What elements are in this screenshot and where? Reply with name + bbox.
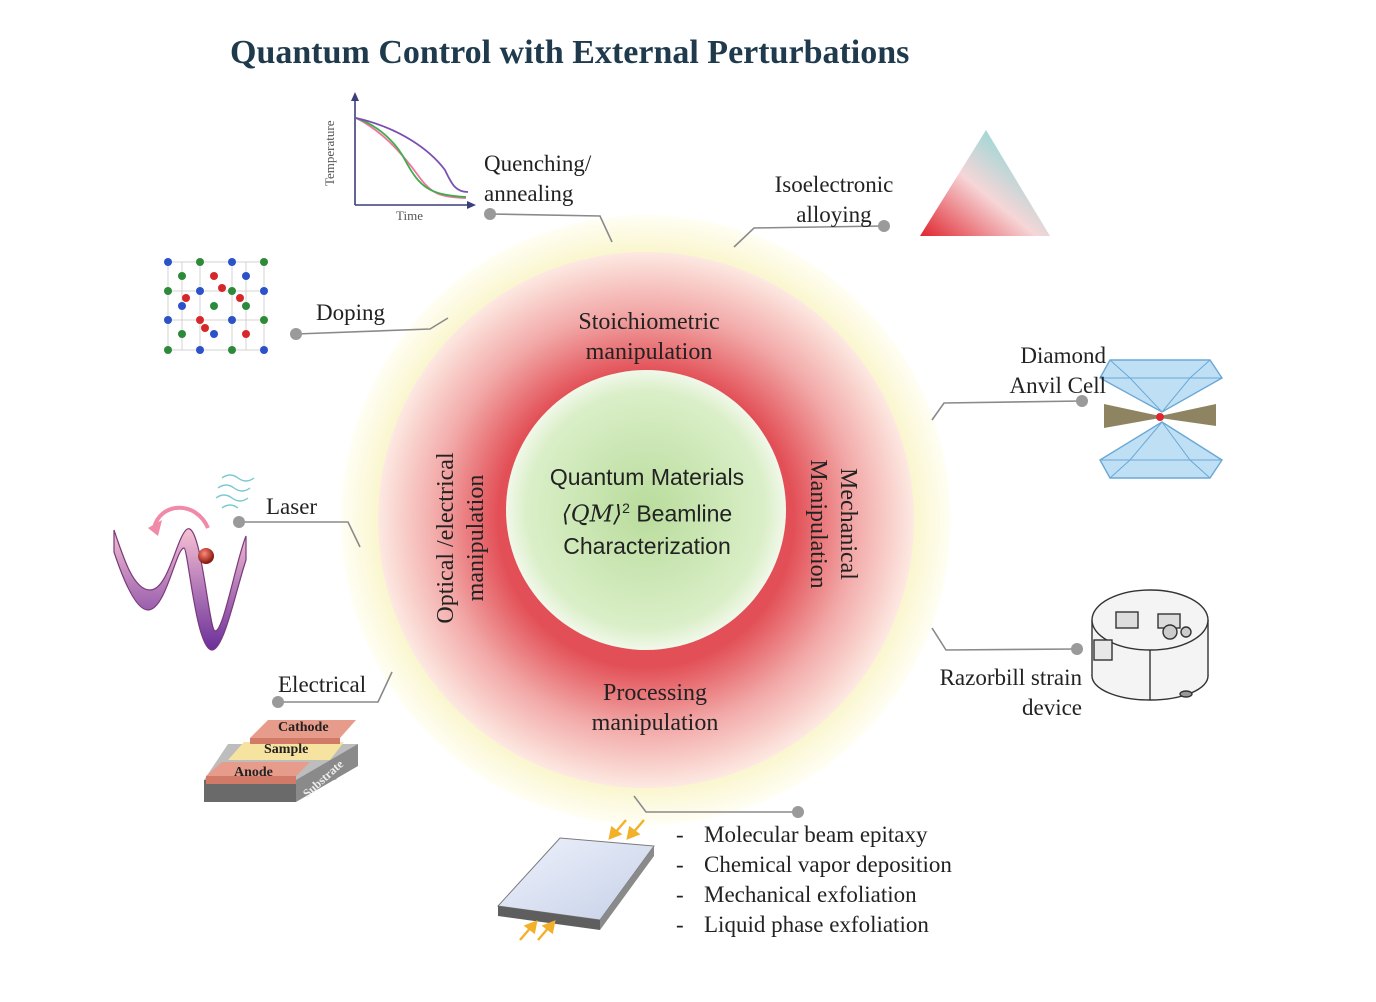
connector-razorbill xyxy=(931,627,1078,651)
diamond-anvil-label: Diamond Anvil Cell xyxy=(1009,343,1106,398)
arrows-icon xyxy=(519,819,645,941)
sample-label: Sample xyxy=(264,742,309,757)
list-item: -Molecular beam epitaxy xyxy=(676,822,928,847)
isoelectronic-label: Isoelectronic alloying xyxy=(774,172,894,227)
connector-doping xyxy=(295,317,449,335)
connector-laser xyxy=(239,521,361,548)
alloy-triangle-icon xyxy=(920,130,1050,236)
diamond-anvil-icon xyxy=(1099,359,1223,479)
list-item: -Mechanical exfoliation xyxy=(676,882,917,907)
ring-label-optical: Optical /electrical manipulation xyxy=(433,452,489,624)
ring-label-stoichiometric: Stoichiometric manipulation xyxy=(578,309,720,365)
razorbill-strain-icon xyxy=(1091,589,1209,701)
list-item: -Liquid phase exfoliation xyxy=(676,912,929,937)
anode-label: Anode xyxy=(234,765,273,780)
quench-curve-green xyxy=(355,117,467,198)
electrical-label: Electrical xyxy=(278,672,367,697)
quench-plot-xlabel: Time xyxy=(396,208,423,223)
thin-film-sheet-icon xyxy=(496,819,655,941)
connector-quenching xyxy=(489,213,613,243)
quenching-label: Quenching/ annealing xyxy=(484,151,592,206)
photon-icon xyxy=(215,474,255,509)
doping-lattice-icon xyxy=(164,258,268,354)
quench-curve-purple xyxy=(355,117,469,193)
connectors xyxy=(239,213,1083,813)
connector-dots xyxy=(233,208,1088,818)
characterization-core xyxy=(506,370,786,650)
center-label: Quantum Materials ⟨QM⟩2 Beamline Charact… xyxy=(516,462,778,562)
cathode-label: Cathode xyxy=(278,720,329,735)
laser-double-well-icon xyxy=(113,474,255,651)
list-item: -Chemical vapor deposition xyxy=(676,852,952,877)
doping-label: Doping xyxy=(316,300,385,325)
connector-processing xyxy=(633,795,798,813)
ring-label-mechanical: Mechanical Manipulation xyxy=(805,459,861,589)
connector-diamond xyxy=(931,400,1083,421)
connector-isoelectronic xyxy=(733,225,885,248)
center-line2: ⟨QM⟩2 Beamline xyxy=(561,500,733,528)
electrical-device-icon xyxy=(204,720,358,802)
concentric-circles xyxy=(341,215,951,825)
razorbill-label: Razorbill strain device xyxy=(939,665,1082,720)
connector-electrical xyxy=(278,671,393,703)
ring-label-processing: Processing manipulation xyxy=(591,680,719,736)
quench-plot-ylabel: Temperature xyxy=(322,120,337,187)
processing-methods-list: -Molecular beam epitaxy -Chemical vapor … xyxy=(676,820,952,940)
laser-label: Laser xyxy=(266,494,318,519)
page-title: Quantum Control with External Perturbati… xyxy=(230,34,910,71)
quench-plot xyxy=(351,92,476,209)
quench-curve-pink xyxy=(355,117,467,199)
